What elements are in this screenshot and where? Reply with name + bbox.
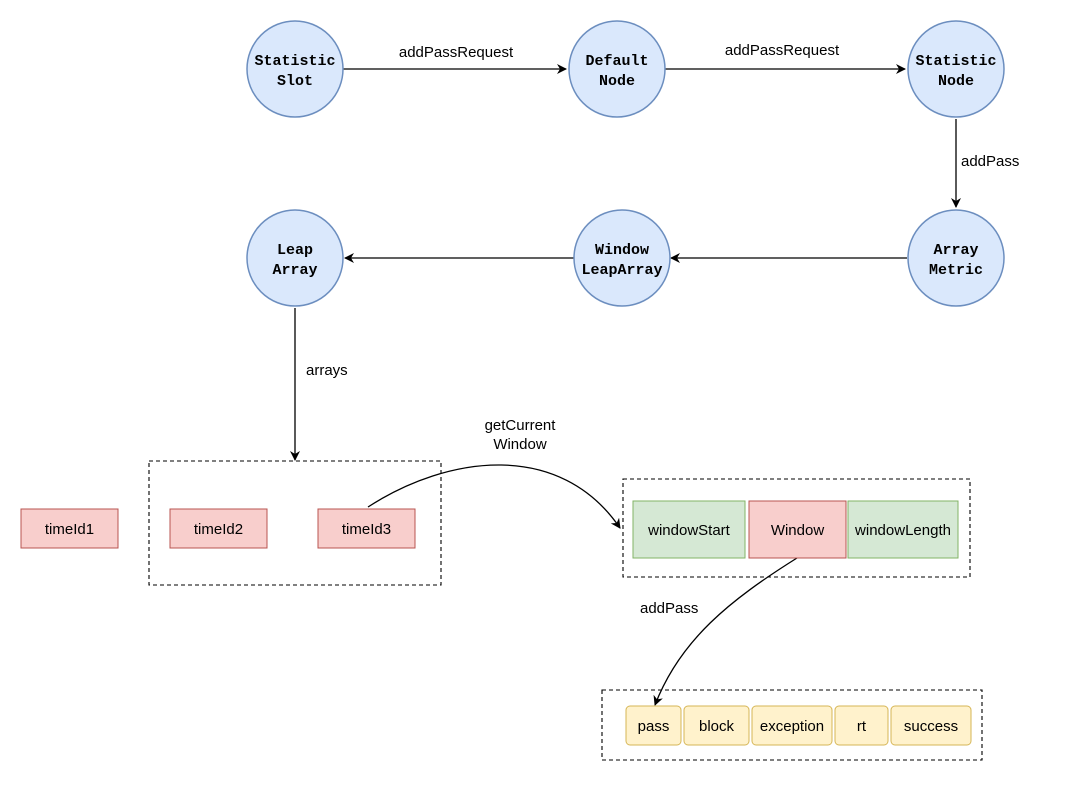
window-length-box: windowLength bbox=[847, 500, 959, 559]
counters-group-box bbox=[601, 689, 983, 761]
node-window-leaparray: Window LeapArray bbox=[573, 209, 671, 307]
edge-timeid3-to-window bbox=[367, 464, 621, 529]
edge-label-add-pass-1: addPass bbox=[961, 153, 1019, 170]
node-statistic-slot: Statistic Slot bbox=[246, 20, 344, 118]
node-label-line2: Node bbox=[938, 73, 974, 90]
node-default-node: Default Node bbox=[568, 20, 666, 118]
counter-pass: pass bbox=[625, 705, 682, 746]
window-field-label: windowLength bbox=[854, 522, 951, 539]
window-group-box bbox=[622, 478, 971, 578]
time-id-box-1: timeId1 bbox=[20, 508, 119, 549]
node-label-line1: Array bbox=[933, 242, 978, 259]
window-field-label: Window bbox=[771, 522, 825, 539]
node-label-line2: LeapArray bbox=[581, 262, 662, 279]
node-array-metric: Array Metric bbox=[907, 209, 1005, 307]
counter-exception: exception bbox=[751, 705, 833, 746]
node-label-line2: Metric bbox=[929, 262, 983, 279]
edge-label-arrays: arrays bbox=[306, 362, 348, 379]
node-label-line2: Slot bbox=[277, 73, 313, 90]
counter-label: block bbox=[699, 718, 735, 735]
counter-label: pass bbox=[638, 718, 670, 735]
node-leap-array: Leap Array bbox=[246, 209, 344, 307]
counter-label: exception bbox=[760, 718, 824, 735]
node-label-line2: Node bbox=[599, 73, 635, 90]
window-field-label: windowStart bbox=[647, 522, 731, 539]
time-id-box-2: timeId2 bbox=[169, 508, 268, 549]
node-label-line1: Leap bbox=[277, 242, 313, 259]
counter-label: rt bbox=[857, 718, 867, 735]
node-statistic-node: Statistic Node bbox=[907, 20, 1005, 118]
window-box: Window bbox=[748, 500, 847, 559]
time-id-box-3: timeId3 bbox=[317, 508, 416, 549]
edge-label-add-pass-request-1: addPassRequest bbox=[399, 44, 514, 61]
time-id-label: timeId1 bbox=[45, 521, 94, 538]
edge-label-get-current-line1: getCurrent bbox=[485, 417, 557, 434]
arrays-group-box bbox=[148, 460, 442, 586]
node-label-line1: Window bbox=[595, 242, 649, 259]
edge-label-add-pass-request-2: addPassRequest bbox=[725, 42, 840, 59]
counter-rt: rt bbox=[834, 705, 889, 746]
node-label-line1: Statistic bbox=[915, 53, 996, 70]
counter-block: block bbox=[683, 705, 750, 746]
counter-success: success bbox=[890, 705, 972, 746]
time-id-label: timeId2 bbox=[194, 521, 243, 538]
window-start-box: windowStart bbox=[632, 500, 746, 559]
edge-label-get-current-line2: Window bbox=[493, 436, 547, 453]
node-label-line2: Array bbox=[272, 262, 317, 279]
counter-label: success bbox=[904, 718, 958, 735]
node-label-line1: Default bbox=[585, 53, 648, 70]
time-id-label: timeId3 bbox=[342, 521, 391, 538]
node-label-line1: Statistic bbox=[254, 53, 335, 70]
edge-window-to-counters bbox=[653, 557, 798, 706]
edge-label-add-pass-2: addPass bbox=[640, 600, 698, 617]
